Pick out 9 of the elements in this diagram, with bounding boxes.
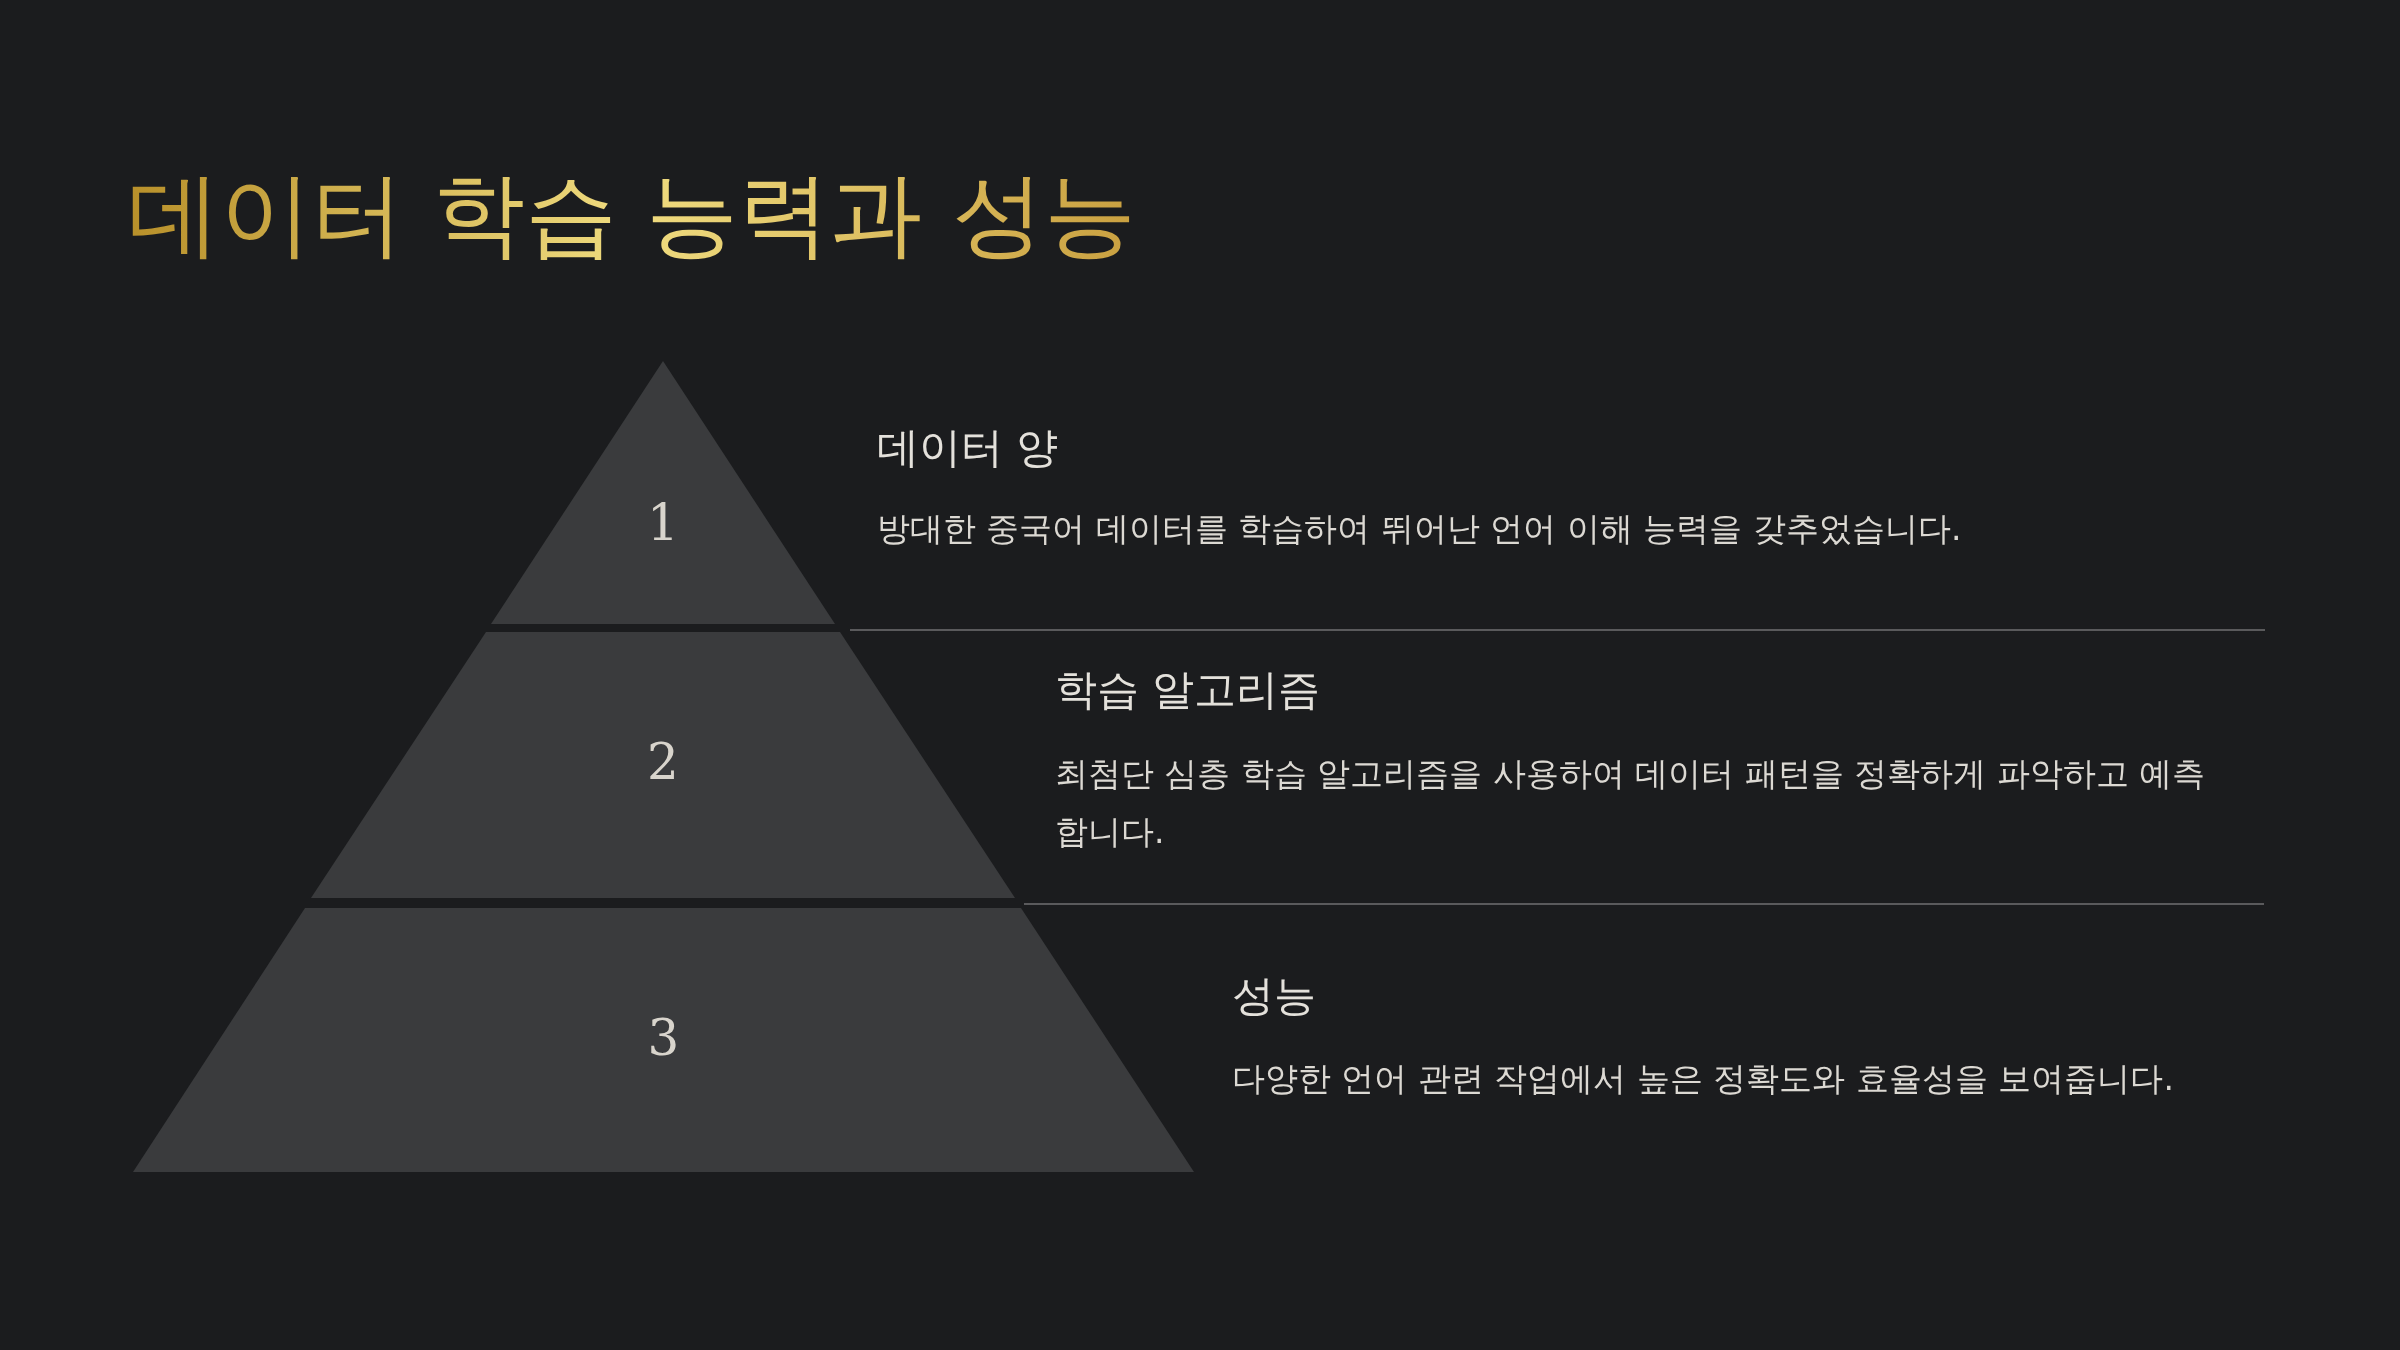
- layer-heading: 데이터 양: [877, 422, 1059, 474]
- layer-description: 다양한 언어 관련 작업에서 높은 정확도와 효율성을 보여줍니다.: [1232, 1058, 2175, 1100]
- layer-description: 방대한 중국어 데이터를 학습하여 뛰어난 언어 이해 능력을 갖추었습니다.: [877, 508, 1963, 550]
- layer-heading: 학습 알고리즘: [1055, 664, 1321, 716]
- layer-number: 1: [647, 494, 679, 552]
- layer-heading: 성능: [1232, 970, 1316, 1022]
- layer-number: 2: [647, 733, 679, 791]
- layer-description: 최첨단 심층 학습 알고리즘을 사용하여 데이터 패턴을 정확하게 파악하고 예측합니다.: [1055, 753, 2207, 853]
- layer-number: 3: [647, 1009, 680, 1067]
